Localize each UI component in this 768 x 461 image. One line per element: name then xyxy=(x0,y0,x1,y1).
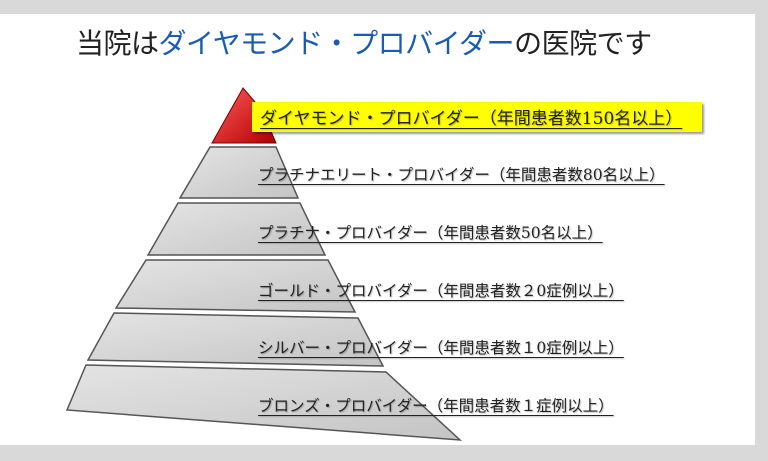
pyramid-tier-gold xyxy=(114,259,357,313)
title-prefix: 当院は xyxy=(76,27,159,60)
title-suffix: の医院です xyxy=(514,27,652,60)
pyramid-tier-silver xyxy=(86,312,385,367)
pyramid-tier-platinum-elite xyxy=(178,146,300,199)
tier-label-platinum-elite: プラチナエリート・プロバイダー（年間患者数80名以上） xyxy=(258,166,665,184)
tier-label-bronze: ブロンズ・プロバイダー（年間患者数１症例以上） xyxy=(258,397,614,415)
tier-label-diamond: ダイヤモンド・プロバイダー（年間患者数150名以上） xyxy=(252,102,703,132)
tier-label-gold: ゴールド・プロバイダー（年間患者数２0症例以上） xyxy=(258,282,624,300)
pyramid-tier-platinum xyxy=(146,202,327,256)
page-title: 当院はダイヤモンド・プロバイダーの医院です xyxy=(76,22,652,62)
title-highlight: ダイヤモンド・プロバイダー xyxy=(158,27,515,60)
pyramid-tier-bronze xyxy=(65,364,463,441)
tier-label-platinum: プラチナ・プロバイダー（年間患者数50名以上） xyxy=(258,224,603,242)
tier-label-silver: シルバー・プロバイダー（年間患者数１0症例以上） xyxy=(258,339,624,357)
